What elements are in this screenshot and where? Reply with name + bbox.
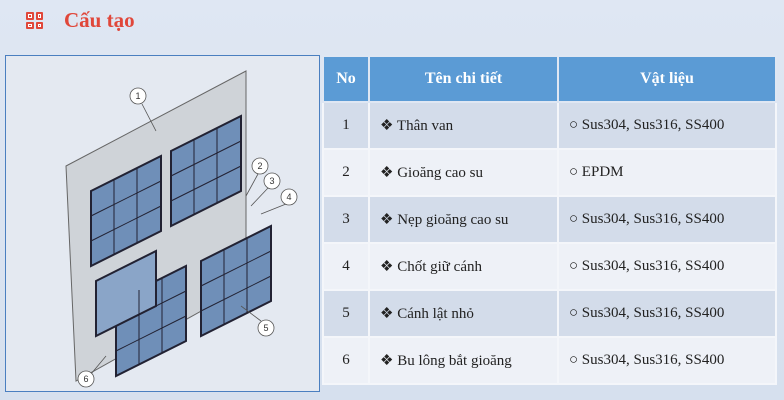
cell-no: 2 [322, 148, 370, 197]
table-row: 3❖ Nẹp gioăng cao su○ Sus304, Sus316, SS… [322, 195, 777, 244]
table-row: 5❖ Cánh lật nhỏ○ Sus304, Sus316, SS400 [322, 289, 777, 338]
callout-5: 5 [263, 323, 268, 333]
callout-4: 4 [286, 192, 291, 202]
cell-no: 6 [322, 336, 370, 385]
cell-name: ❖ Thân van [368, 101, 559, 150]
section-title: Cấu tạo [64, 8, 135, 32]
cell-name: ❖ Chốt giữ cánh [368, 242, 559, 291]
col-name: Tên chi tiết [368, 55, 559, 103]
table-row: 4❖ Chốt giữ cánh○ Sus304, Sus316, SS400 [322, 242, 777, 291]
callout-2: 2 [257, 161, 262, 171]
cell-material: ○ Sus304, Sus316, SS400 [557, 289, 777, 338]
cell-name: ❖ Cánh lật nhỏ [368, 289, 559, 338]
cell-no: 1 [322, 101, 370, 150]
cell-material: ○ Sus304, Sus316, SS400 [557, 195, 777, 244]
section-header: Cấu tạo [26, 8, 135, 33]
callout-3: 3 [269, 176, 274, 186]
cell-material: ○ Sus304, Sus316, SS400 [557, 242, 777, 291]
cell-name: ❖ Bu lông bắt gioăng [368, 336, 559, 385]
callout-1: 1 [135, 91, 140, 101]
parts-table: No Tên chi tiết Vật liệu 1❖ Thân van○ Su… [322, 55, 777, 385]
col-material: Vật liệu [557, 55, 777, 103]
table-header: No Tên chi tiết Vật liệu [322, 55, 777, 103]
table-row: 6❖ Bu lông bắt gioăng○ Sus304, Sus316, S… [322, 336, 777, 385]
callout-6: 6 [83, 374, 88, 384]
cell-material: ○ Sus304, Sus316, SS400 [557, 101, 777, 150]
cell-no: 4 [322, 242, 370, 291]
table-row: 1❖ Thân van○ Sus304, Sus316, SS400 [322, 101, 777, 150]
valve-diagram: 1 2 3 4 5 6 [5, 55, 320, 392]
cell-material: ○ EPDM [557, 148, 777, 197]
cell-no: 5 [322, 289, 370, 338]
qr-code-icon [26, 12, 43, 29]
table-row: 2❖ Gioăng cao su○ EPDM [322, 148, 777, 197]
cell-no: 3 [322, 195, 370, 244]
col-no: No [322, 55, 370, 103]
cell-name: ❖ Gioăng cao su [368, 148, 559, 197]
cell-material: ○ Sus304, Sus316, SS400 [557, 336, 777, 385]
cell-name: ❖ Nẹp gioăng cao su [368, 195, 559, 244]
